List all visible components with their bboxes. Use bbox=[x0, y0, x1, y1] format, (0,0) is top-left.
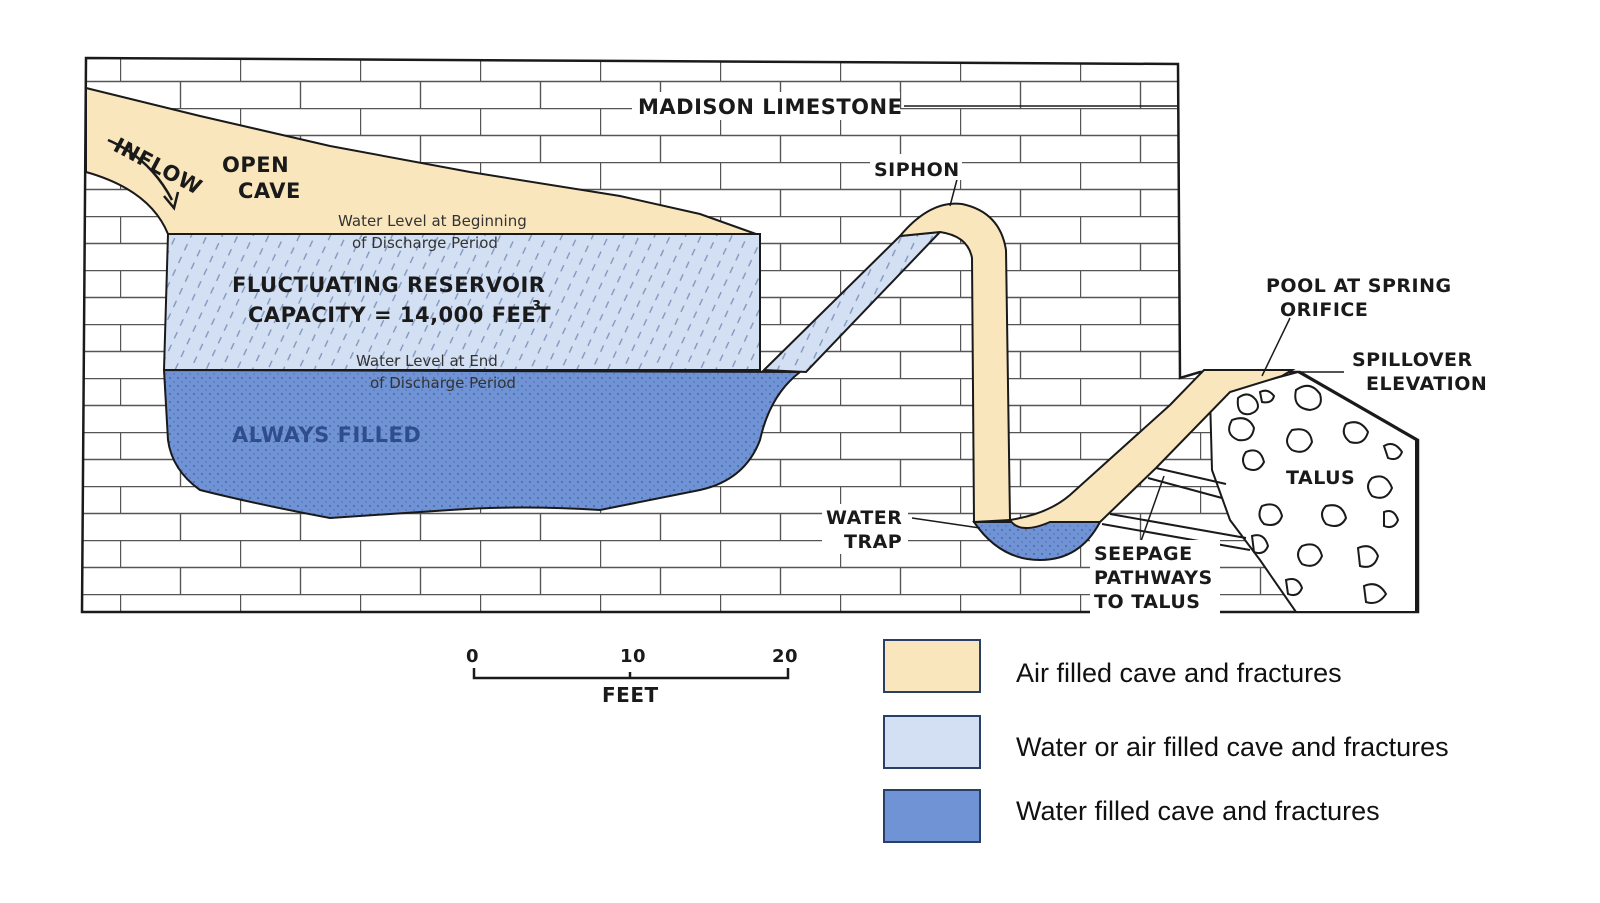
siphon-label: SIPHON bbox=[874, 159, 960, 181]
always-filled-zone bbox=[162, 368, 803, 520]
seepage-label-line1: SEEPAGE bbox=[1094, 543, 1193, 565]
seepage-label-line2: PATHWAYS bbox=[1094, 567, 1213, 589]
water-trap-label-line1: WATER bbox=[826, 507, 902, 529]
scale-tick-0: 0 bbox=[466, 646, 479, 667]
scale-tick-10: 10 bbox=[620, 646, 646, 667]
open-cave-label-line2: CAVE bbox=[238, 179, 301, 203]
leader-lines bbox=[904, 105, 1344, 545]
inflow-arrow-icon bbox=[107, 138, 180, 211]
spillover-label-line2: ELEVATION bbox=[1366, 373, 1487, 395]
water-level-end-line1: Water Level at End bbox=[356, 352, 498, 370]
scale-tick-20: 20 bbox=[772, 646, 798, 667]
water-trap bbox=[972, 521, 1102, 562]
legend-swatch-mixed bbox=[883, 715, 981, 769]
open-cave-label-line1: OPEN bbox=[222, 153, 289, 177]
pool-label-line2: ORIFICE bbox=[1280, 299, 1368, 321]
water-level-end-line2: of Discharge Period bbox=[370, 374, 516, 392]
rising-channel bbox=[1008, 369, 1296, 529]
seepage-pathways bbox=[1101, 467, 1251, 551]
water-trap-label-line2: TRAP bbox=[844, 531, 902, 553]
reservoir-label-line1: FLUCTUATING RESERVOIR bbox=[232, 273, 545, 297]
fluctuating-reservoir bbox=[162, 233, 761, 371]
open-cave bbox=[85, 86, 757, 235]
talus-rocks bbox=[1228, 384, 1404, 604]
pool-label-line1: POOL AT SPRING bbox=[1266, 275, 1452, 297]
madison-limestone-label: MADISON LIMESTONE bbox=[638, 95, 902, 119]
talus-label: TALUS bbox=[1286, 467, 1355, 489]
legend-label-mixed: Water or air filled cave and fractures bbox=[1016, 732, 1449, 762]
water-level-begin-line2: of Discharge Period bbox=[352, 234, 498, 252]
legend-label-air: Air filled cave and fractures bbox=[1016, 658, 1342, 688]
siphon-air-segment bbox=[897, 202, 1012, 524]
spillover-label-line1: SPILLOVER bbox=[1352, 349, 1473, 371]
scale-unit: FEET bbox=[602, 683, 659, 707]
scale-bar: 0 10 20 FEET bbox=[466, 646, 798, 707]
reservoir-label-superscript: 3 bbox=[532, 299, 541, 314]
seepage-label-line3: TO TALUS bbox=[1094, 591, 1200, 613]
legend-swatch-air bbox=[883, 639, 981, 693]
reservoir-label-line2: CAPACITY = 14,000 FEET bbox=[248, 303, 551, 327]
legend: Air filled cave and fractures Water or a… bbox=[883, 639, 1449, 843]
legend-swatch-water bbox=[883, 789, 981, 843]
water-level-begin-line1: Water Level at Beginning bbox=[338, 212, 527, 230]
legend-label-water: Water filled cave and fractures bbox=[1016, 796, 1380, 826]
always-filled-label: ALWAYS FILLED bbox=[232, 423, 421, 447]
